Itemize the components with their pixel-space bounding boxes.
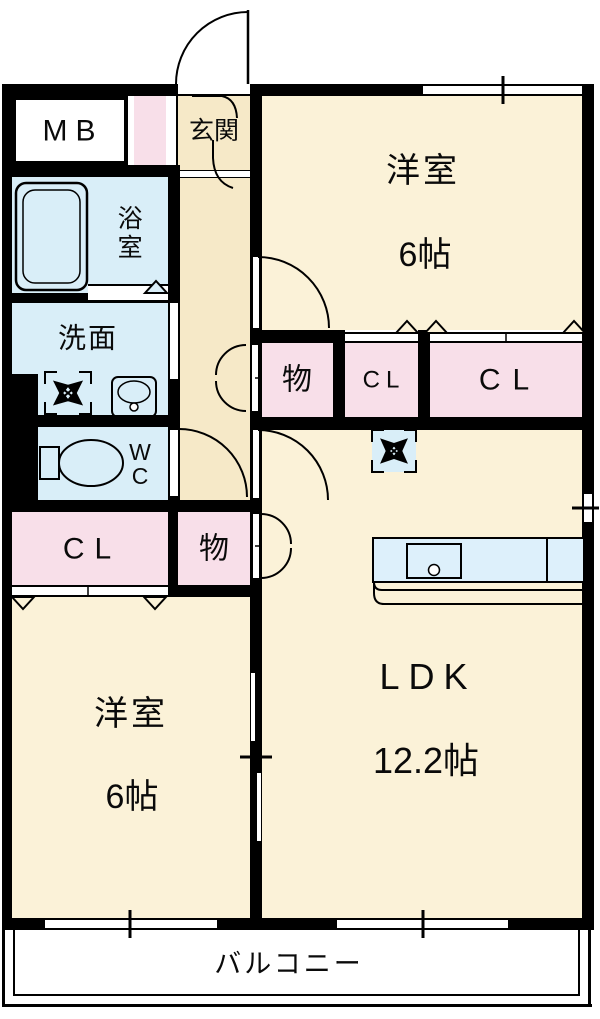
label-wc-line2: C bbox=[131, 463, 149, 489]
label-storage-mid: 物 bbox=[282, 363, 312, 397]
storage-bottom-door-gap bbox=[252, 513, 260, 579]
balcony-outer-line-right bbox=[588, 930, 591, 1007]
refrigerator-space bbox=[372, 430, 416, 472]
sliding-door-panel-a bbox=[250, 672, 256, 742]
label-western-bottom: 洋室 bbox=[94, 695, 168, 734]
label-bathroom: 浴室 bbox=[114, 205, 143, 263]
wall-storage-bottom bbox=[168, 585, 262, 597]
wc-door-leaf bbox=[169, 429, 179, 497]
wall-washroom-wc bbox=[2, 415, 180, 427]
room-ldk-area bbox=[262, 430, 582, 918]
label-storage-bottom: 物 bbox=[199, 532, 229, 566]
wall-cl-storage-div bbox=[168, 512, 178, 597]
window-right bbox=[582, 494, 594, 522]
wall-top-mid bbox=[250, 84, 423, 96]
room-closet-small-area bbox=[345, 343, 418, 417]
meter-box bbox=[12, 96, 128, 165]
balcony-outer-line-left bbox=[2, 930, 5, 1006]
label-ldk: LDK bbox=[379, 656, 477, 698]
label-wc-line1: W bbox=[129, 438, 151, 465]
genkan-threshold-line bbox=[178, 94, 250, 96]
genkan-step-line bbox=[180, 170, 250, 178]
storage-mid-door-gap bbox=[251, 344, 259, 412]
sliding-door-panel-b bbox=[256, 772, 262, 842]
western-top-door-leaf bbox=[252, 256, 260, 329]
entrance-door-icon bbox=[175, 10, 250, 85]
label-ldk-size: 12.2帖 bbox=[372, 740, 480, 782]
washroom-door-gap bbox=[169, 302, 179, 380]
balcony-area bbox=[13, 930, 580, 996]
label-balcony: バルコニー bbox=[214, 948, 364, 979]
label-western-bottom-size: 6帖 bbox=[105, 778, 159, 817]
label-closet-large: CL bbox=[478, 363, 542, 397]
bathroom-door-gap bbox=[88, 284, 168, 302]
closet-small-front bbox=[345, 332, 418, 343]
genkan-left-line bbox=[176, 96, 178, 165]
window-bottom-right bbox=[337, 918, 508, 930]
shoe-cabinet-area bbox=[134, 96, 166, 165]
label-closet-small: CL bbox=[362, 366, 406, 394]
window-bottom-left bbox=[45, 918, 217, 930]
label-western-top-size: 6帖 bbox=[398, 236, 452, 275]
wall-ldk-western-div bbox=[250, 597, 262, 930]
room-closet-bottom-area bbox=[12, 512, 168, 585]
room-storage-bottom-area bbox=[178, 512, 250, 585]
room-western-top-area bbox=[262, 96, 582, 330]
wall-hall-bottom bbox=[2, 500, 262, 512]
room-western-bottom-area bbox=[12, 597, 250, 918]
label-genkan: 玄関 bbox=[188, 116, 240, 145]
wall-closet-div-2 bbox=[418, 330, 430, 417]
closet-large-front bbox=[430, 332, 582, 343]
wall-left-thick bbox=[2, 374, 38, 512]
wall-closet-div-1 bbox=[333, 330, 345, 417]
room-bathroom-area bbox=[12, 177, 168, 293]
balcony-outer-line-bottom bbox=[2, 1004, 592, 1007]
room-closet-large-area bbox=[430, 343, 582, 417]
label-washroom: 洗面 bbox=[57, 322, 119, 354]
window-top bbox=[423, 84, 582, 96]
label-western-top: 洋室 bbox=[386, 152, 460, 191]
room-hallway-area bbox=[180, 177, 250, 500]
label-mb: MB bbox=[42, 114, 104, 148]
label-closet-bottom: CL bbox=[62, 532, 122, 566]
wall-mb-bottom bbox=[2, 165, 180, 177]
wall-closet-row-bottom bbox=[250, 417, 582, 430]
closet-bottom-front bbox=[12, 585, 168, 597]
label-wc: W C bbox=[129, 440, 151, 488]
ldk-door-leaf bbox=[252, 429, 260, 499]
wall-storagemid-top bbox=[250, 330, 345, 343]
wall-top-left bbox=[2, 84, 178, 96]
room-storage-mid-area bbox=[262, 343, 333, 417]
